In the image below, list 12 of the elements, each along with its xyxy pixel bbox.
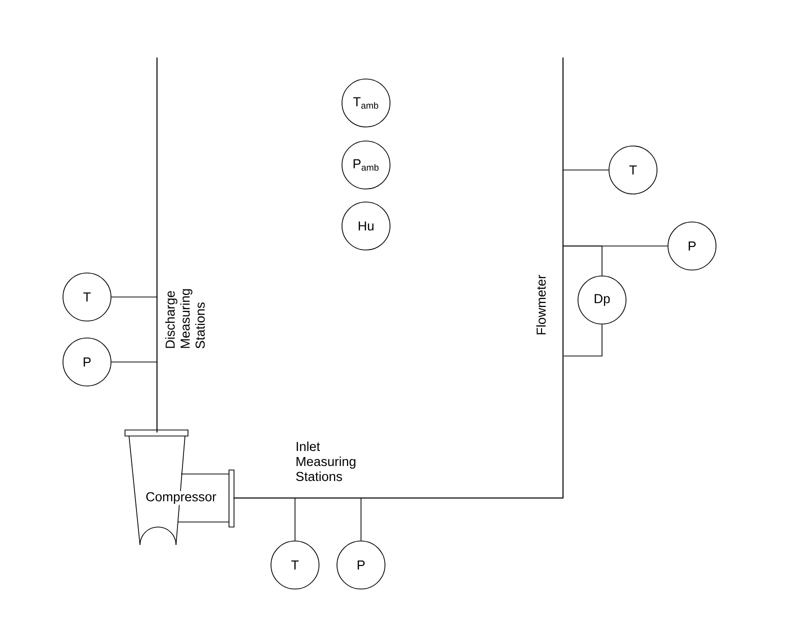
station-label: Discharge Measuring Stations	[165, 289, 205, 348]
connector-line	[360, 498, 362, 541]
connector-line	[111, 296, 158, 298]
node-label: Compressor	[146, 492, 216, 504]
connector-line	[294, 498, 296, 541]
pipe-line	[562, 58, 564, 498]
station-label: Inlet Measuring Stations	[296, 442, 356, 482]
station-label: Flowmeter	[536, 274, 546, 334]
connector-line	[563, 246, 602, 276]
pipe-line	[156, 58, 158, 432]
compressor: Compressor	[124, 430, 234, 546]
connector-line	[563, 324, 602, 356]
